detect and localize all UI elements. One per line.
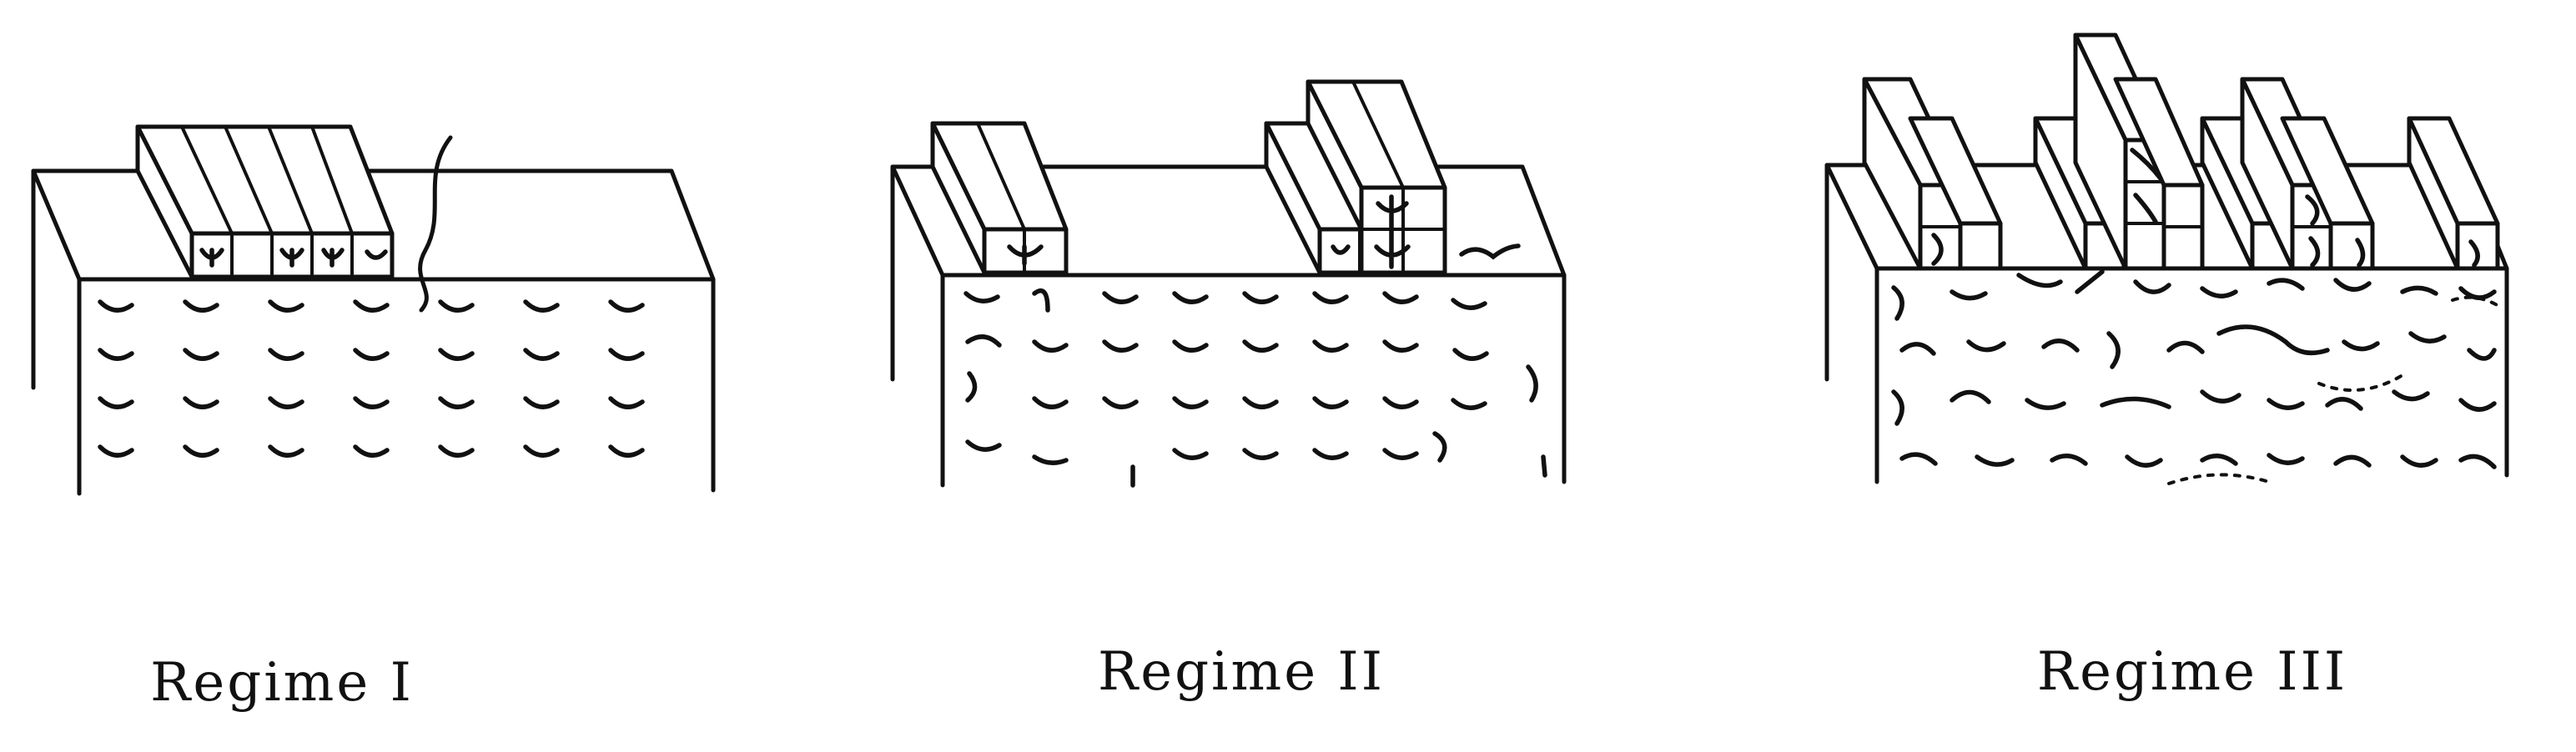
label-regime-3: Regime III <box>2037 641 2347 703</box>
label-regime-2: Regime II <box>1098 641 1385 703</box>
solution-chains <box>98 299 645 458</box>
adsorbed-layer <box>135 124 395 279</box>
free-chain <box>418 135 453 313</box>
label-regime-1: Regime I <box>150 652 414 714</box>
panel-regime-1: Regime I <box>31 124 716 714</box>
rough-surface-blocks <box>1862 33 2500 271</box>
stacked-layers <box>1264 79 1521 275</box>
panel-regime-3: Regime III <box>1824 33 2509 703</box>
panel-regime-2: Regime II <box>890 79 1567 703</box>
solution-chains <box>963 288 1547 488</box>
small-layer <box>930 121 1069 275</box>
disordered-chains <box>1891 269 2504 485</box>
